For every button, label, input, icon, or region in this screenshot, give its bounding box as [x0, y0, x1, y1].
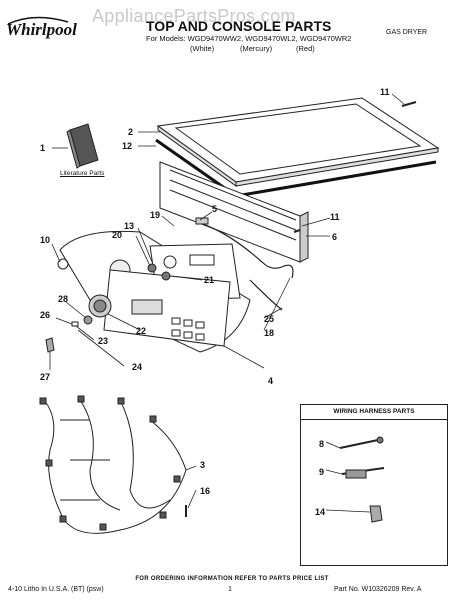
callout-1: 1 [40, 143, 45, 153]
wiring-harness-title: WIRING HARNESS PARTS [301, 405, 447, 420]
callout-12: 12 [122, 141, 132, 151]
dryer-ring-drawing [57, 258, 69, 270]
callout-13: 13 [124, 221, 134, 231]
callout-22: 22 [136, 326, 146, 336]
wire-tie-drawing [339, 436, 384, 449]
brand-logo: Whirlpool [6, 20, 77, 39]
callout-5: 5 [212, 204, 217, 214]
appliance-type: GAS DRYER [386, 29, 428, 36]
bracket-drawing [45, 337, 55, 353]
callout-21: 21 [204, 275, 214, 285]
callout-19: 19 [150, 210, 160, 220]
models-line: For Models: WGD9470WW2, WGD9470WL2, WGD9… [146, 34, 352, 43]
callout-20: 20 [112, 230, 122, 240]
console-frame-drawing [159, 161, 309, 263]
callout-26: 26 [40, 310, 50, 320]
light-drawing [161, 271, 171, 281]
callout-16: 16 [200, 486, 210, 496]
callout-3: 3 [200, 460, 205, 470]
callout-9: 9 [319, 467, 325, 477]
top-panel-drawing [156, 97, 440, 187]
callout-18: 18 [264, 328, 274, 338]
callout-4: 4 [268, 376, 273, 386]
color-white: (White) [190, 44, 215, 53]
callout-23: 23 [98, 336, 108, 346]
ordering-note: FOR ORDERING INFORMATION REFER TO PARTS … [135, 576, 329, 582]
callout-11-right: 11 [330, 212, 340, 222]
screw-drawing [185, 101, 417, 517]
watermark: AppliancePartsPros.com [92, 6, 296, 26]
callout-27: 27 [40, 372, 50, 382]
callout-2: 2 [128, 127, 133, 137]
page-title: TOP AND CONSOLE PARTS [146, 18, 332, 34]
page-number: 1 [228, 586, 232, 593]
color-red: (Red) [296, 44, 315, 53]
callout-11-top: 11 [380, 87, 390, 97]
literature-booklet-icon [66, 123, 99, 169]
callout-25: 25 [264, 314, 274, 324]
litho-note: 4-10 Litho In U.S.A. (BT) (psw) [8, 586, 104, 593]
main-wire-harness-drawing [39, 395, 187, 534]
wire-clamp-drawing [369, 505, 383, 523]
callout-14: 14 [315, 507, 326, 517]
callout-6: 6 [332, 232, 337, 242]
knob-drawing [88, 294, 112, 318]
whirlpool-swoosh-icon [7, 16, 69, 25]
color-mercury: (Mercury) [240, 44, 273, 53]
callout-8: 8 [319, 439, 325, 449]
callout-28: 28 [58, 294, 68, 304]
callout-24: 24 [132, 362, 142, 372]
wiring-harness-parts-box: WIRING HARNESS PARTS 8 9 14 [300, 404, 448, 566]
harness-clip-drawing [341, 467, 385, 479]
literature-parts-label: Literature Parts [60, 170, 105, 177]
part-number: Part No. W10326209 Rev. A [334, 586, 422, 593]
callout-10: 10 [40, 235, 50, 245]
console-harness-drawing [195, 217, 294, 311]
clip-drawing [71, 321, 79, 327]
